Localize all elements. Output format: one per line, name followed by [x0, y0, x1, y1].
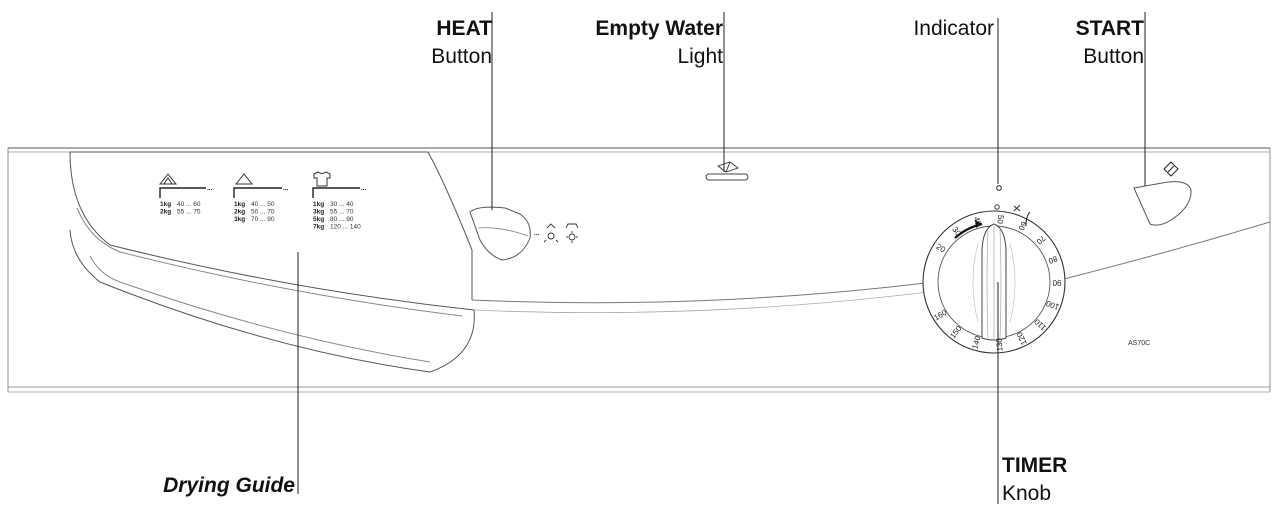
heat-button[interactable]: [469, 206, 531, 261]
start-callout-sub: Button: [1083, 45, 1144, 68]
guide-time-range: 40 ... 60: [177, 201, 201, 208]
timer-callout-sub: Knob: [1002, 482, 1052, 505]
timer-mark: 140: [970, 334, 982, 350]
timer-mark: 60: [1016, 220, 1028, 232]
indicator-light: [996, 185, 1002, 191]
start-callout: START Button: [1076, 15, 1144, 71]
heat-high-icon: [565, 223, 579, 243]
guide-weight: 2kg: [234, 209, 245, 216]
empty-water-callout: Empty Water Light: [595, 15, 723, 71]
timer-mark: 50: [995, 214, 1005, 224]
start-button[interactable]: [1133, 181, 1192, 226]
guide-time-range: 50 ... 70: [251, 209, 275, 216]
cotton-icon: [158, 173, 178, 185]
empty-water-callout-sub: Light: [677, 45, 723, 68]
guide-time-range: 40 ... 50: [251, 201, 275, 208]
timer-mark: 130: [994, 337, 1004, 352]
heat-callout: HEAT Button: [431, 15, 492, 71]
start-icon: [1163, 161, 1179, 177]
guide-weight: 3kg: [234, 216, 245, 223]
heat-callout-title: HEAT: [436, 17, 492, 40]
guide-weight: 1kg: [234, 201, 245, 208]
guide-time-range: 80 ... 90: [330, 216, 354, 223]
drying-guide-callout: Drying Guide: [163, 472, 295, 500]
guide-weight: 7kg: [313, 224, 324, 231]
guide-brackets: [159, 187, 360, 198]
timer-callout-title: TIMER: [1002, 454, 1068, 477]
guide-weight: 1kg: [313, 201, 324, 208]
heat-low-icon: [543, 223, 559, 243]
timer-mark: 90: [1052, 278, 1061, 287]
callout-leaders: [297, 12, 1146, 504]
shirt-icon: [313, 171, 331, 187]
synthetic-icon: [234, 173, 254, 185]
guide-weight: 2kg: [160, 209, 171, 216]
guide-weight: 5kg: [313, 216, 324, 223]
indicator-callout-label: Indicator: [913, 17, 994, 40]
guide-time-range: 55 ... 70: [330, 209, 354, 216]
drying-guide-table: 1kg 40 ... 60 2kg 55 ... 75 1kg 40 ... 50 2kg 5…: [160, 201, 361, 231]
indicator-callout: Indicator: [913, 15, 994, 43]
svg-text:...: ...: [207, 185, 213, 192]
guide-weight: 1kg: [160, 201, 171, 208]
empty-water-icon: [717, 161, 739, 173]
drying-guide-callout-title: Drying Guide: [163, 474, 295, 497]
svg-text:...: ...: [534, 230, 540, 237]
start-callout-title: START: [1075, 17, 1144, 40]
drying-guide-lens: [69, 151, 475, 373]
timer-mark: 40: [972, 216, 983, 228]
heat-callout-sub: Button: [431, 45, 492, 68]
guide-time-range: 120 ... 140: [330, 224, 361, 231]
cool-fan-icon: [1013, 204, 1021, 212]
timer-callout: TIMER Knob: [1002, 452, 1067, 508]
guide-time-range: 30 ... 40: [330, 201, 354, 208]
timer-mark: 80: [1047, 254, 1059, 266]
svg-text:...: ...: [283, 185, 289, 192]
empty-water-callout-title: Empty Water: [595, 17, 723, 40]
guide-time-range: 55 ... 75: [177, 209, 201, 216]
model-label: AS70C: [1128, 340, 1150, 347]
empty-water-light: [705, 161, 749, 181]
guide-time-range: 70 ... 90: [251, 216, 275, 223]
panel-swoosh: [471, 282, 926, 304]
svg-text:...: ...: [361, 185, 367, 192]
guide-weight: 3kg: [313, 209, 324, 216]
